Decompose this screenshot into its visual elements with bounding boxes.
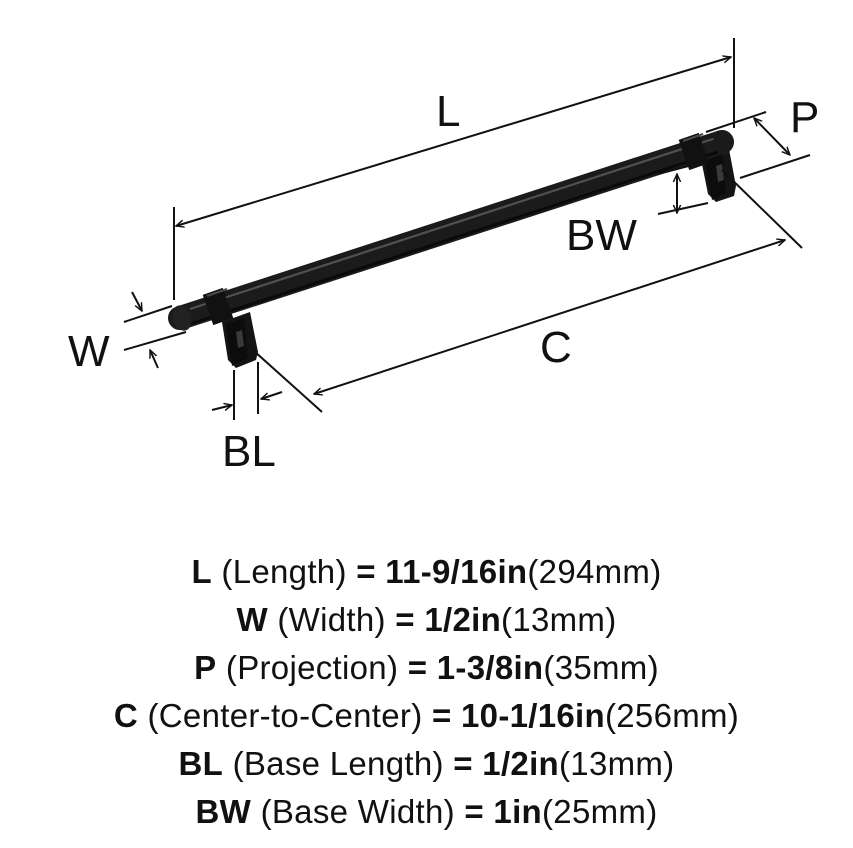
label-BW: BW — [566, 211, 637, 260]
label-W: W — [68, 327, 110, 376]
spec-metric: (35mm) — [543, 649, 659, 686]
label-BL: BL — [222, 427, 276, 476]
spec-eq: = — [356, 553, 376, 590]
spec-value: 1in — [493, 793, 543, 830]
spec-eq: = — [464, 793, 484, 830]
spec-value: 1-3/8in — [436, 649, 544, 686]
length-dimension-line — [176, 57, 731, 226]
spec-row-length: L (Length) = 11-9/16in(294mm) — [0, 548, 853, 596]
spec-row-base-length: BL (Base Length) = 1/2in(13mm) — [0, 740, 853, 788]
base-length-arrow-right — [261, 391, 283, 399]
right-collar — [678, 132, 710, 171]
spec-row-center-to-center: C (Center-to-Center) = 10-1/16in(256mm) — [0, 692, 853, 740]
spec-key: BL — [178, 745, 224, 782]
spec-key: L — [191, 553, 212, 590]
base-length-arrow-left — [211, 405, 232, 410]
spec-desc: (Base Length) — [232, 745, 444, 782]
label-L: L — [436, 87, 460, 136]
dimension-diagram: L P BW C W BL — [68, 38, 819, 476]
spec-value: 1/2in — [482, 745, 559, 782]
spec-key: P — [194, 649, 217, 686]
spec-desc: (Center-to-Center) — [147, 697, 423, 734]
spec-metric: (25mm) — [542, 793, 658, 830]
spec-desc: (Base Width) — [260, 793, 455, 830]
spec-desc: (Width) — [277, 601, 386, 638]
spec-row-projection: P (Projection) = 1-3/8in(35mm) — [0, 644, 853, 692]
spec-metric: (13mm) — [559, 745, 675, 782]
spec-key: BW — [195, 793, 252, 830]
width-arrow-bottom — [149, 350, 159, 369]
cabinet-pull-handle — [168, 130, 736, 368]
label-P: P — [790, 93, 819, 142]
spec-desc: (Length) — [221, 553, 347, 590]
spec-row-width: W (Width) = 1/2in(13mm) — [0, 596, 853, 644]
spec-key: C — [113, 697, 139, 734]
spec-eq: = — [395, 601, 415, 638]
spec-metric: (294mm) — [527, 553, 662, 590]
handle-bar — [168, 130, 734, 330]
spec-value: 1/2in — [424, 601, 502, 638]
spec-desc: (Projection) — [225, 649, 399, 686]
width-arrow-top — [131, 291, 143, 311]
left-end-cap — [172, 305, 192, 331]
spec-metric: (13mm) — [501, 601, 617, 638]
left-base-plate — [226, 318, 248, 366]
spec-row-base-width: BW (Base Width) = 1in(25mm) — [0, 788, 853, 836]
center-to-center-dimension-line — [314, 240, 785, 394]
specifications-list: L (Length) = 11-9/16in(294mm) W (Width) … — [0, 548, 853, 836]
projection-dimension-line — [754, 118, 790, 155]
spec-value: 11-9/16in — [385, 553, 528, 590]
spec-metric: (256mm) — [604, 697, 740, 734]
spec-value: 10-1/16in — [461, 697, 605, 734]
spec-eq: = — [431, 697, 452, 734]
dimension-lines — [123, 38, 811, 420]
label-C: C — [540, 323, 572, 372]
spec-key: W — [236, 601, 268, 638]
spec-eq: = — [453, 745, 473, 782]
spec-eq: = — [407, 649, 428, 686]
